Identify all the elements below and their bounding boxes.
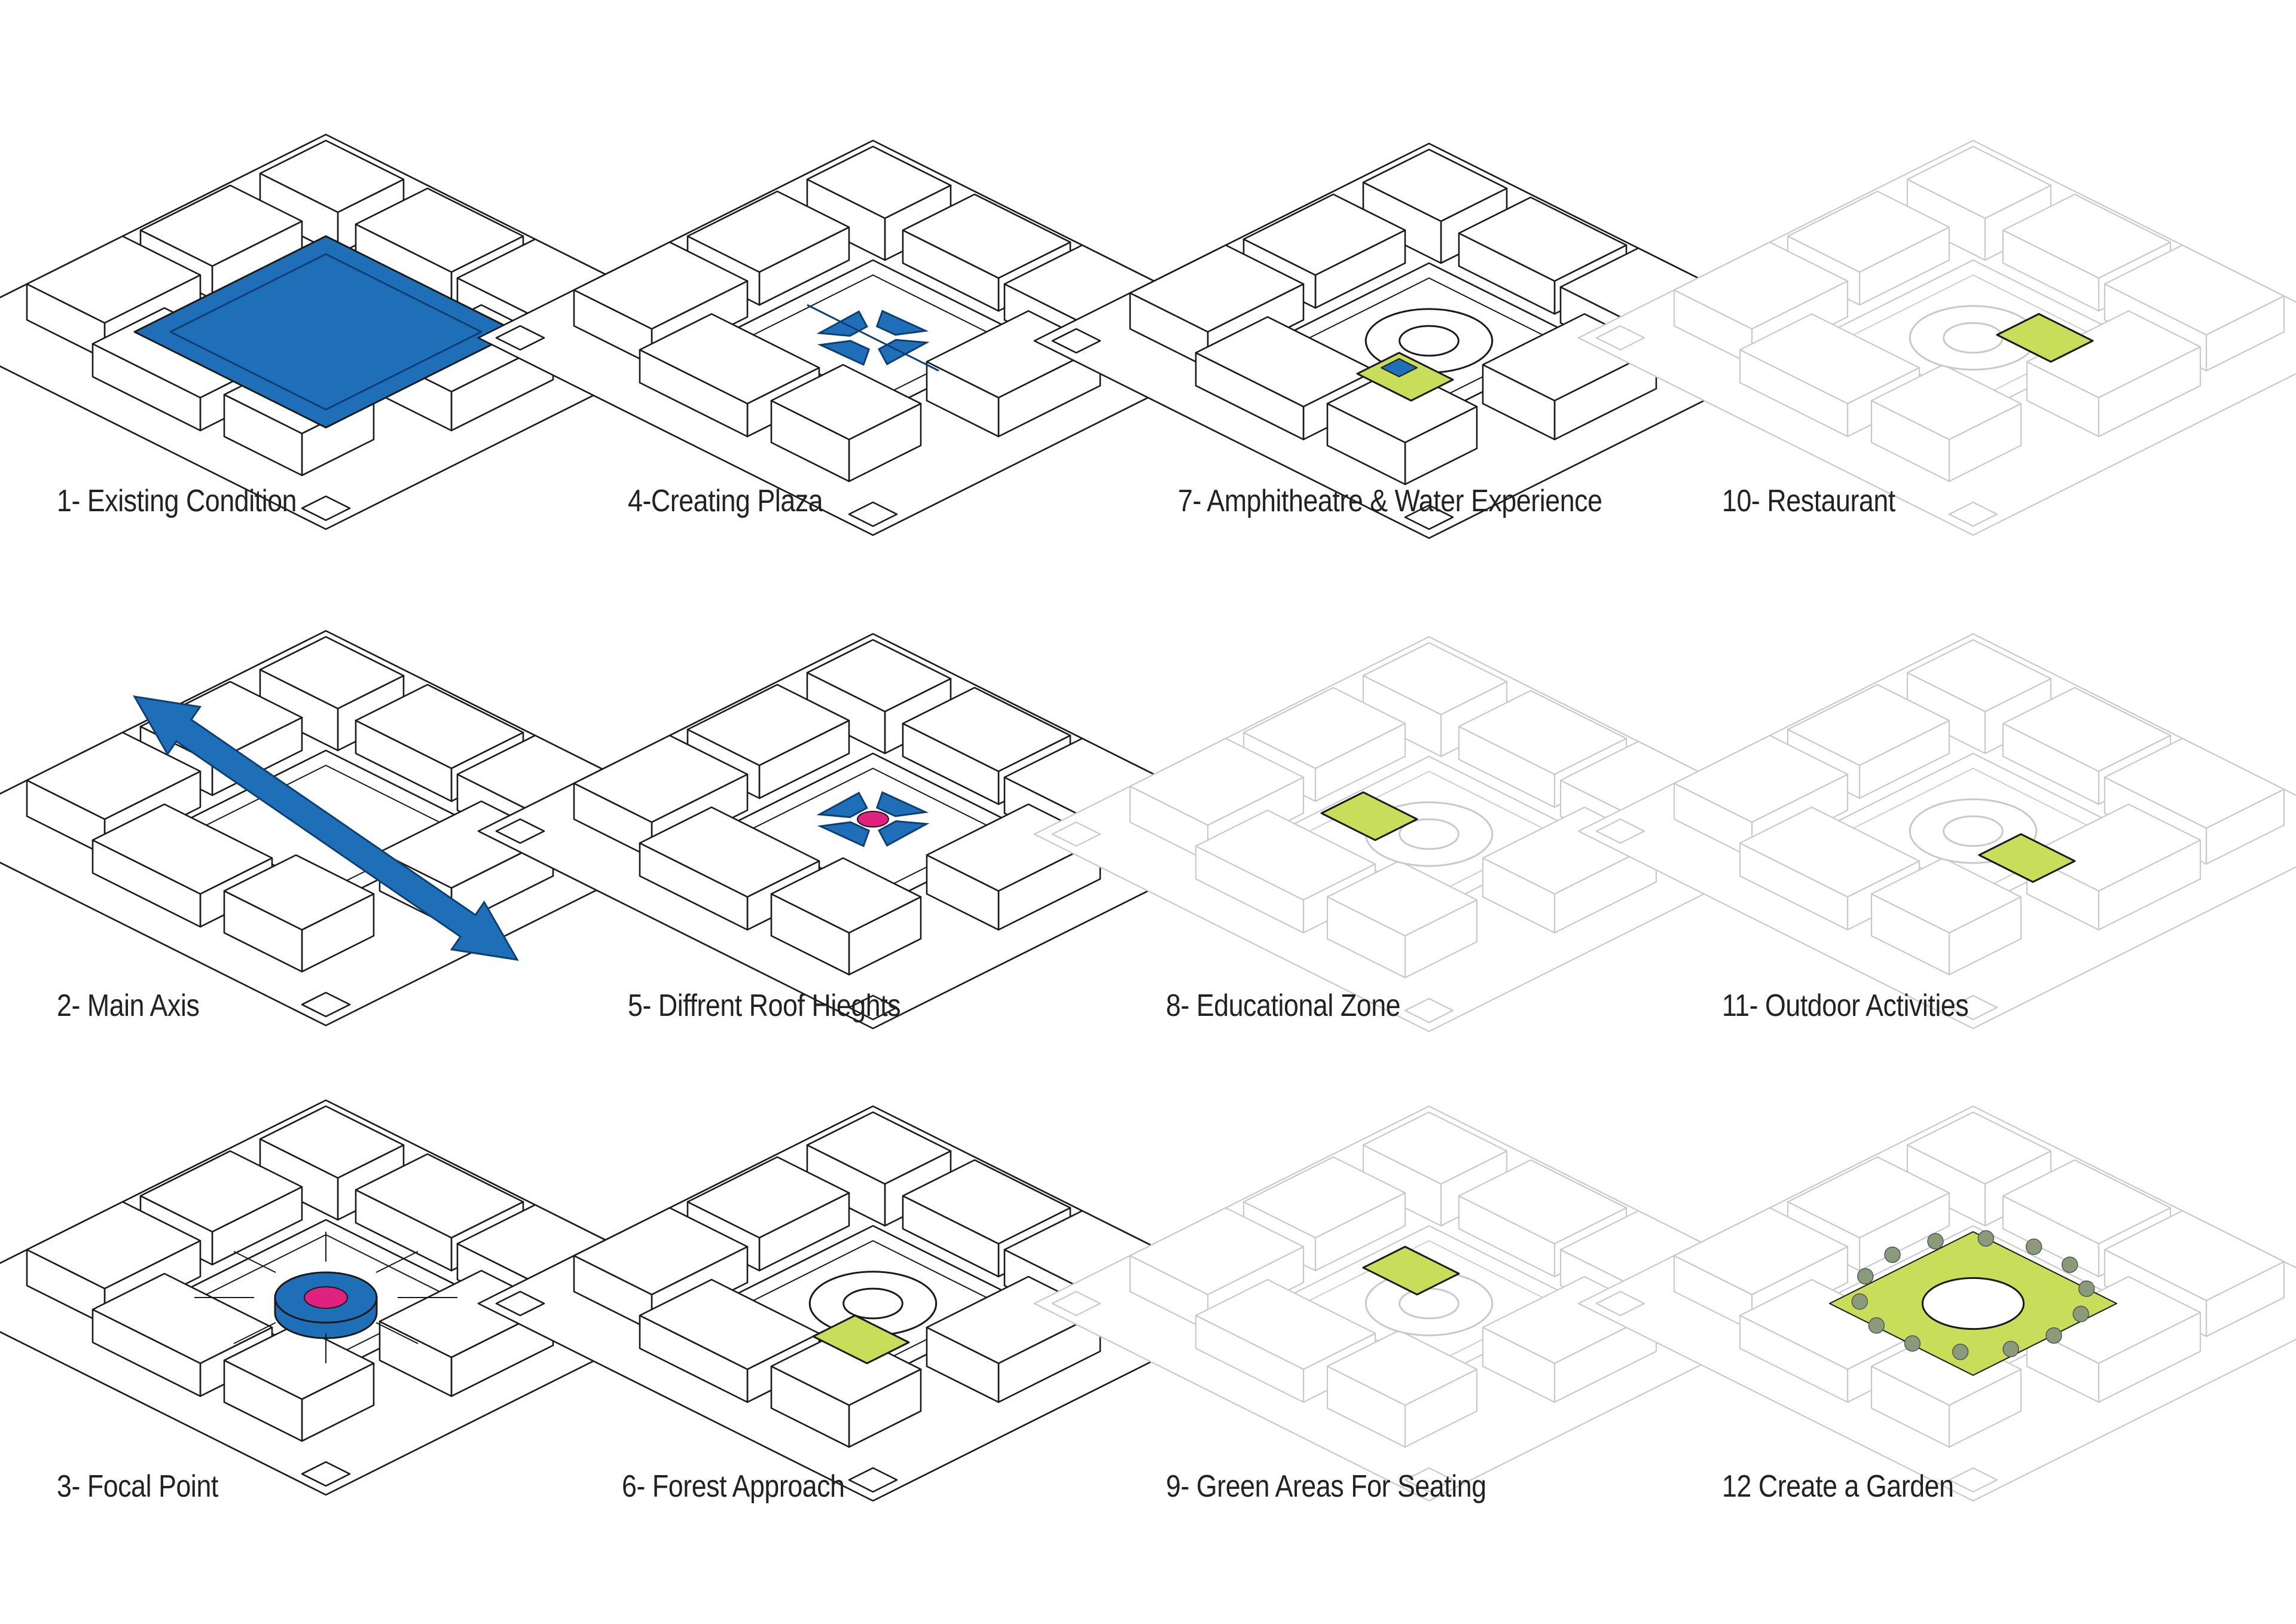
caption-11-outdoor-activities: 11- Outdoor Activities [1722,988,1968,1024]
caption-12-create-garden: 12 Create a Garden [1722,1469,1954,1504]
caption-10-restaurant: 10- Restaurant [1722,483,1895,519]
garden-plaza [1922,1278,2023,1329]
panels-layer [0,135,2296,1501]
tree-icon [2003,1341,2019,1357]
tree-icon [2026,1239,2042,1254]
tree-icon [1868,1318,1884,1333]
roof-centre [857,811,889,827]
tree-icon [2062,1257,2078,1272]
tree-icon [1953,1344,1968,1360]
caption-3-focal-point: 3- Focal Point [57,1469,218,1504]
caption-5-roof-heights: 5- Diffrent Roof Hieghts [628,988,900,1024]
tree-icon [2079,1281,2095,1296]
tree-icon [1885,1247,1900,1263]
panel-p10 [1578,141,2296,535]
tree-icon [1978,1231,1993,1246]
caption-1-existing-condition: 1- Existing Condition [57,483,297,519]
caption-2-main-axis: 2- Main Axis [57,988,199,1024]
tree-icon [1858,1268,1873,1284]
caption-8-educational-zone: 8- Educational Zone [1166,988,1400,1024]
caption-7-amphitheatre-water: 7- Amphitheatre & Water Experience [1178,483,1602,519]
tree-icon [1928,1234,1943,1249]
tree-icon [1852,1294,1867,1309]
tree-icon [1904,1336,1920,1351]
panel-p12 [1578,1106,2296,1501]
caption-9-green-areas-seating: 9- Green Areas For Seating [1166,1469,1486,1504]
caption-6-forest-approach: 6- Forest Approach [622,1469,845,1504]
caption-4-creating-plaza: 4-Creating Plaza [628,483,823,519]
panel-p11 [1578,634,2296,1028]
focal-centre [304,1287,347,1308]
tree-icon [2073,1306,2089,1322]
tree-icon [2046,1328,2062,1344]
